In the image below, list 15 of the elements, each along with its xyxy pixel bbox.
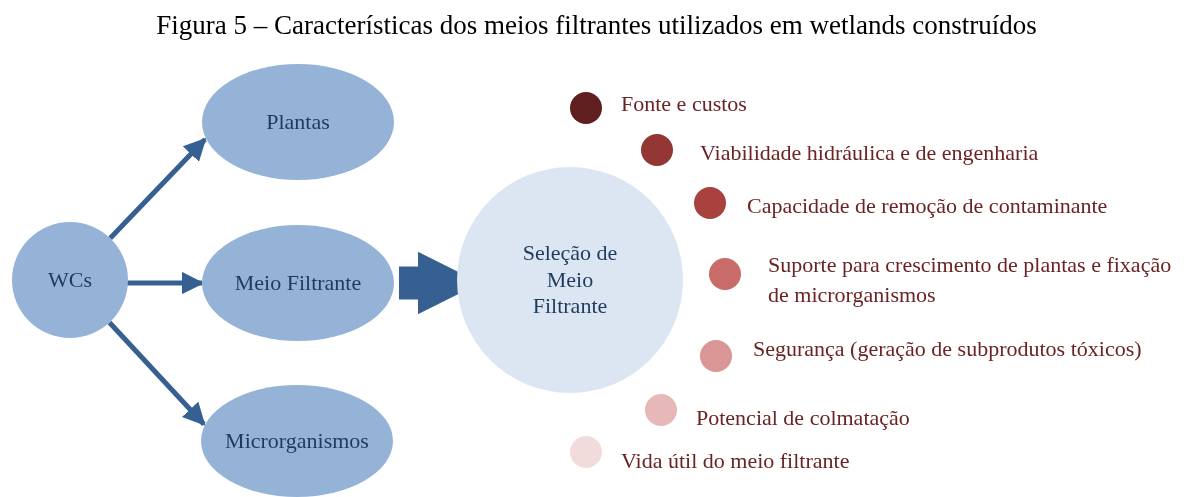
criterion-text: Viabilidade hidráulica e de engenharia bbox=[700, 139, 1040, 167]
criterion-text: Capacidade de remoção de contaminante bbox=[747, 192, 1109, 220]
node-label: Microrganismos bbox=[225, 427, 369, 455]
figure-title: Figura 5 – Características dos meios filtrantes utilizados em wetlands construídos bbox=[155, 10, 1038, 41]
arrow bbox=[107, 320, 206, 426]
criterion-text: Suporte para crescimento de plantas e fixação de microrganismos bbox=[768, 251, 1173, 309]
criterion-text: Segurança (geração de subprodutos tóxicos) bbox=[753, 335, 1143, 363]
criterion-text: Fonte e custos bbox=[621, 90, 748, 118]
arrow bbox=[108, 137, 207, 240]
criterion-text: Vida útil do meio filtrante bbox=[621, 447, 851, 475]
node-label: Meio Filtrante bbox=[234, 269, 362, 297]
node-label: WCs bbox=[48, 266, 92, 294]
criterion-text: Potencial de colmatação bbox=[696, 404, 911, 432]
node-label: Plantas bbox=[266, 108, 330, 136]
node-label: Seleção de Meio Filtrante bbox=[521, 240, 619, 320]
